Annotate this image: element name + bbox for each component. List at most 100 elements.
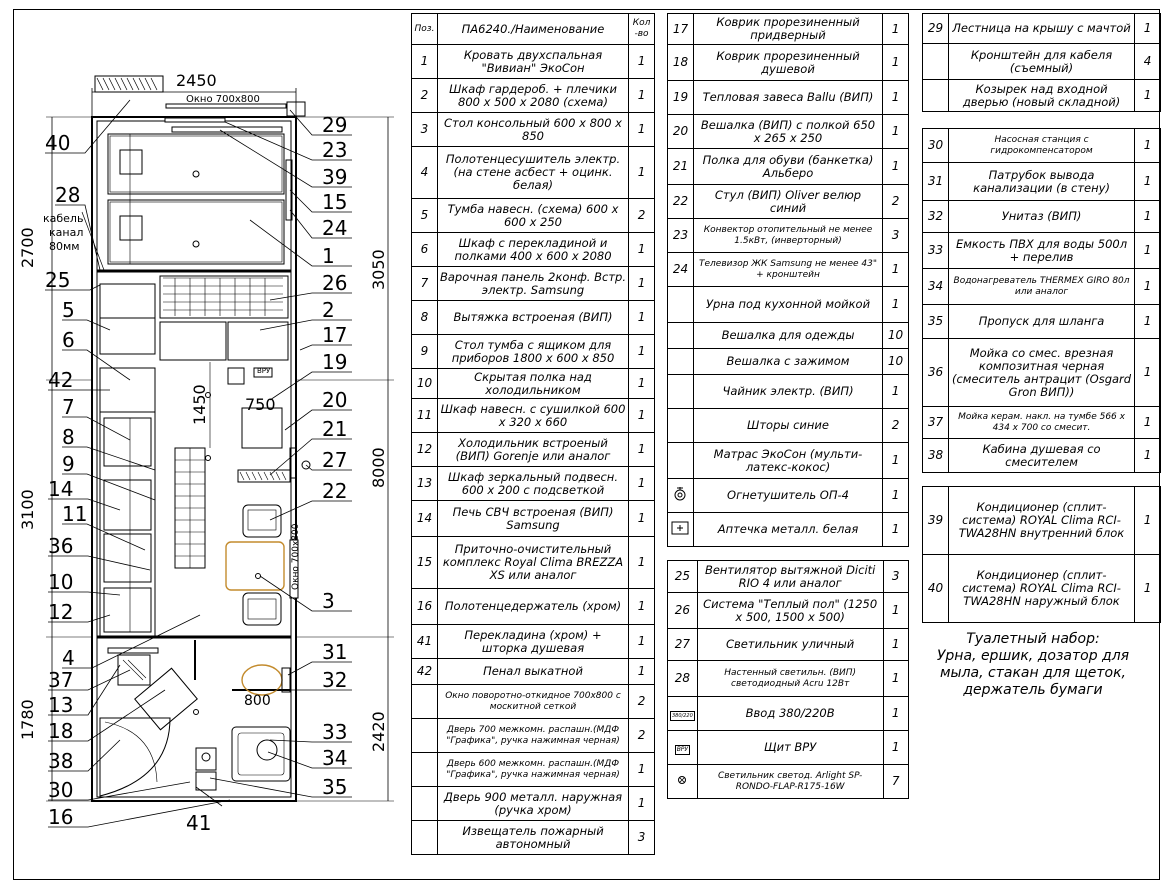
svg-text:17: 17	[322, 323, 347, 347]
svg-text:20: 20	[322, 388, 347, 412]
svg-text:18: 18	[48, 719, 73, 743]
table-row: Кронштейн для кабеля (съемный)4	[922, 43, 1161, 80]
svg-text:Окно 700х800: Окно 700х800	[291, 523, 301, 590]
table-header: Поз. ПА6240./Наименование Кол -во	[411, 13, 655, 45]
ac-outdoor-unit	[94, 75, 164, 93]
svg-text:3: 3	[322, 589, 335, 613]
svg-text:7: 7	[62, 395, 75, 419]
svg-text:кабель: кабель	[43, 212, 83, 225]
vru-panel-icon: ВРУ	[667, 730, 698, 765]
svg-text:1780: 1780	[18, 699, 37, 740]
svg-text:19: 19	[322, 350, 347, 374]
svg-text:9: 9	[62, 452, 75, 476]
callouts-left: 40 28 25 5 6 42 7 8 9 14 11 36 10 12 4 3…	[45, 131, 87, 829]
svg-text:30: 30	[48, 778, 73, 802]
wardrobe-6	[99, 283, 156, 355]
table-row: Дверь 600 межкомн. распашн.(МДФ "Графика…	[411, 752, 655, 787]
sink-36	[241, 407, 283, 449]
fire-extinguisher-icon	[667, 478, 694, 513]
first-aid-kit-icon	[667, 512, 694, 547]
side-window	[289, 539, 299, 599]
ceramic-sink-37	[117, 654, 151, 686]
svg-text:800: 800	[244, 693, 271, 709]
svg-text:25: 25	[45, 268, 70, 292]
svg-text:3050: 3050	[369, 249, 388, 290]
table-row: Окно поворотно-откидное 700х800 с москит…	[411, 684, 655, 719]
ac-indoor-unit	[171, 126, 283, 133]
svg-text:12: 12	[48, 600, 73, 624]
svg-text:Окно 700х800: Окно 700х800	[186, 94, 260, 105]
svg-text:5: 5	[62, 298, 75, 322]
svg-text:1: 1	[322, 244, 335, 268]
table-row: Матрас ЭкоСон (мульти-латекс-кокос)1	[667, 442, 909, 479]
table-row: Дверь 700 межкомн. распашн.(МДФ "Графика…	[411, 718, 655, 753]
svg-text:39: 39	[322, 165, 347, 189]
table-row: Светильник светод. Arlight SP-RONDO-FLAP…	[667, 764, 909, 799]
chair-bottom	[242, 592, 282, 626]
svg-text:29: 29	[322, 113, 347, 137]
water-tank	[231, 726, 291, 782]
floor-heating	[159, 275, 289, 319]
svg-text:11: 11	[62, 502, 87, 526]
table-row: Козырек над входной дверью (новый складн…	[922, 79, 1161, 112]
wardrobe-2	[227, 321, 289, 361]
svg-text:15: 15	[322, 190, 347, 214]
svg-text:23: 23	[322, 138, 347, 162]
svg-text:14: 14	[48, 477, 73, 501]
svg-text:38: 38	[48, 749, 73, 773]
svg-text:10: 10	[48, 570, 73, 594]
svg-text:31: 31	[322, 640, 347, 664]
toilet-set-title: Туалетный набор:	[966, 631, 1100, 647]
svg-text:22: 22	[322, 479, 347, 503]
svg-text:2: 2	[322, 298, 335, 322]
pump-station	[195, 747, 217, 771]
kitchen-counter	[99, 411, 156, 637]
svg-text:37: 37	[48, 668, 73, 692]
svg-text:2420: 2420	[369, 711, 388, 752]
shoe-shelf	[237, 469, 291, 483]
svg-text:32: 32	[322, 668, 347, 692]
svg-text:33: 33	[322, 720, 347, 744]
bed-lower	[107, 199, 285, 265]
ceiling-lamp-icon	[667, 764, 698, 799]
